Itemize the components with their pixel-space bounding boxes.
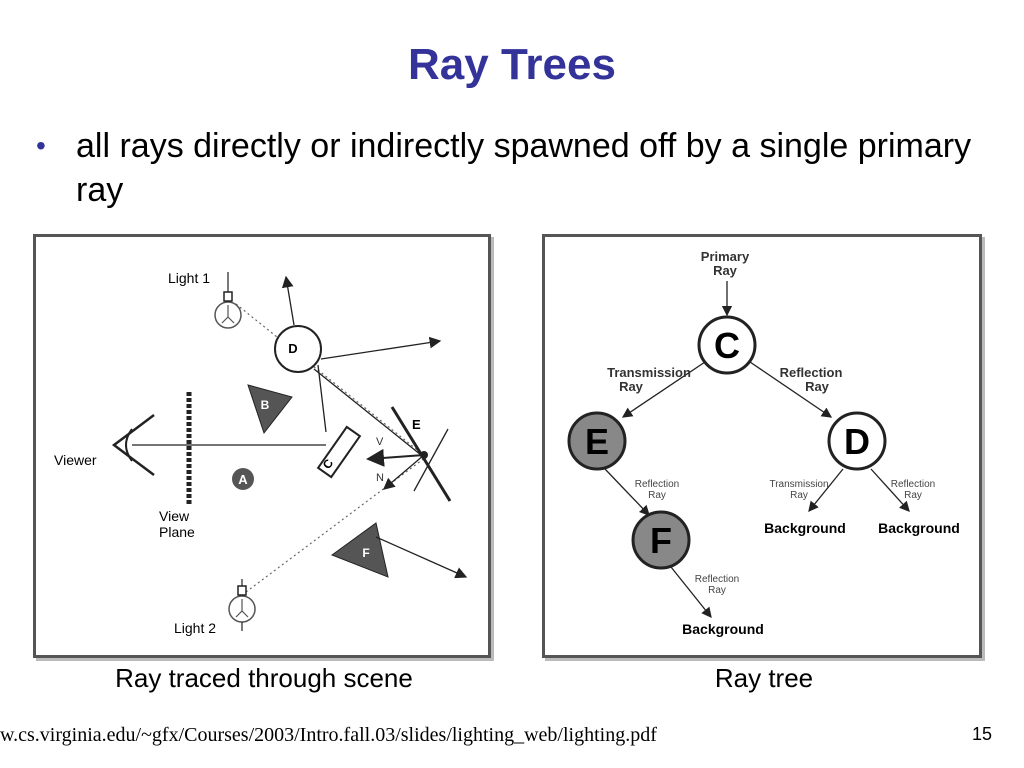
reflection-label-2: Ray (805, 379, 830, 394)
background-leaf-f: Background (682, 621, 764, 637)
object-a-label: A (238, 472, 248, 487)
d-transmission-label-2: Ray (790, 490, 808, 501)
reflection-label-1: Reflection (780, 365, 843, 380)
e-reflection-label-1: Reflection (635, 479, 679, 490)
n-label: N (376, 472, 384, 484)
f-reflection-label-2: Ray (708, 585, 726, 596)
source-url: w.cs.virginia.edu/~gfx/Courses/2003/Intr… (0, 724, 657, 746)
d-reflection-label-2: Ray (904, 490, 922, 501)
light-2-label: Light 2 (174, 620, 216, 636)
background-leaf-d-right: Background (878, 520, 960, 536)
viewer-label: Viewer (54, 452, 97, 468)
shadow-ray-light1 (235, 303, 427, 458)
tree-node-f-label: F (650, 520, 672, 561)
bullet-text: all rays directly or indirectly spawned … (76, 127, 972, 209)
primary-ray-label-2: Ray (713, 263, 738, 278)
ray-d-to-e (313, 368, 422, 456)
d-transmission-label-1: Transmission (769, 479, 828, 490)
edge-f-bg (670, 566, 712, 619)
edge-d-bg-left (808, 468, 844, 513)
tree-node-c-label: C (714, 325, 740, 366)
scene-diagram-panel: Light 1 Light 2 Viewer View Plane A B (33, 234, 491, 658)
object-f (330, 522, 389, 578)
bullet-dot: • (36, 130, 46, 161)
object-b (247, 384, 293, 435)
primary-ray-label-1: Primary (701, 249, 750, 264)
tree-node-d (827, 411, 887, 471)
ray-d-right (320, 336, 442, 360)
light-1-icon (214, 272, 242, 329)
slide-title: Ray Trees (408, 40, 616, 89)
e-reflection-label-2: Ray (648, 490, 666, 501)
edge-d-bg-right (870, 468, 910, 512)
object-d (274, 325, 322, 373)
v-label: V (376, 436, 384, 448)
background-leaf-d-left: Background (764, 520, 846, 536)
normal-n-ray (383, 454, 425, 490)
d-reflection-label-1: Reflection (891, 479, 935, 490)
ray-d-up (281, 275, 295, 326)
object-c (316, 425, 362, 479)
view-plane-label-2: Plane (159, 524, 195, 540)
tree-node-e (567, 411, 627, 471)
shadow-ray-light2 (245, 456, 427, 593)
object-d-label: D (288, 341, 297, 356)
tree-caption: Ray tree (714, 663, 814, 693)
ray-e-to-c (366, 448, 425, 467)
view-plane-label-1: View (159, 508, 190, 524)
transmission-label-2: Ray (619, 379, 644, 394)
ray-f-out (375, 536, 468, 579)
f-reflection-label-1: Reflection (695, 574, 739, 585)
tree-node-d-label: D (844, 421, 870, 462)
ray-tree-panel: Primary Ray C E D F Transmission Ray Ref… (542, 234, 982, 658)
transmission-label-1: Transmission (607, 365, 691, 380)
object-e-label: E (412, 417, 421, 432)
scene-diagram: Light 1 Light 2 Viewer View Plane A B (54, 270, 468, 636)
light-2-icon (228, 579, 256, 631)
edge-c-d (749, 361, 833, 418)
object-a (232, 468, 254, 490)
tree-node-c (697, 315, 757, 375)
tree-node-f (631, 510, 691, 570)
scene-caption: Ray traced through scene (115, 663, 413, 693)
ray-tree-diagram: Primary Ray C E D F Transmission Ray Ref… (567, 249, 960, 637)
page-number: 15 (972, 724, 993, 744)
edge-c-e (621, 361, 706, 418)
object-f-label: F (362, 546, 369, 560)
viewer-eye-icon (111, 414, 155, 476)
edge-e-f (604, 468, 650, 516)
light-1-label: Light 1 (168, 270, 210, 286)
object-e-bar (413, 428, 449, 492)
tree-node-e-label: E (585, 421, 609, 462)
ray-c-to-d (317, 364, 327, 433)
object-b-label: B (261, 398, 270, 412)
